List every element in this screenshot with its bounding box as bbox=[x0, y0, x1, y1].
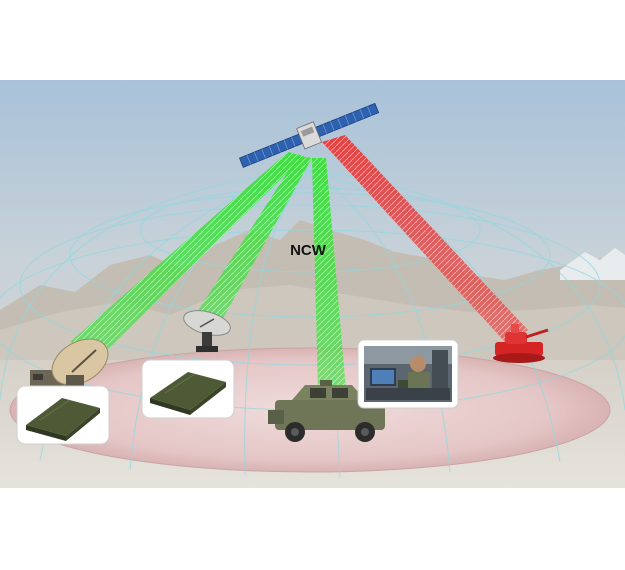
hostile-link bbox=[322, 135, 528, 342]
inset-laptop-left bbox=[16, 385, 110, 445]
ncw-scene: NCW bbox=[0, 80, 625, 488]
satellite-dish-icon bbox=[183, 310, 231, 352]
inset-crew-photo bbox=[357, 339, 459, 409]
satellite-icon bbox=[238, 102, 380, 168]
humvee-icon bbox=[268, 380, 385, 442]
friendly-links bbox=[70, 152, 346, 390]
rugged-laptop-icon bbox=[150, 372, 226, 415]
rugged-laptop-icon bbox=[26, 398, 100, 441]
coverage-grid bbox=[0, 169, 625, 479]
center-label: NCW bbox=[290, 242, 327, 259]
inset-laptop-middle bbox=[141, 359, 235, 419]
crew-photo-icon bbox=[364, 346, 452, 402]
tank-icon bbox=[493, 324, 549, 363]
